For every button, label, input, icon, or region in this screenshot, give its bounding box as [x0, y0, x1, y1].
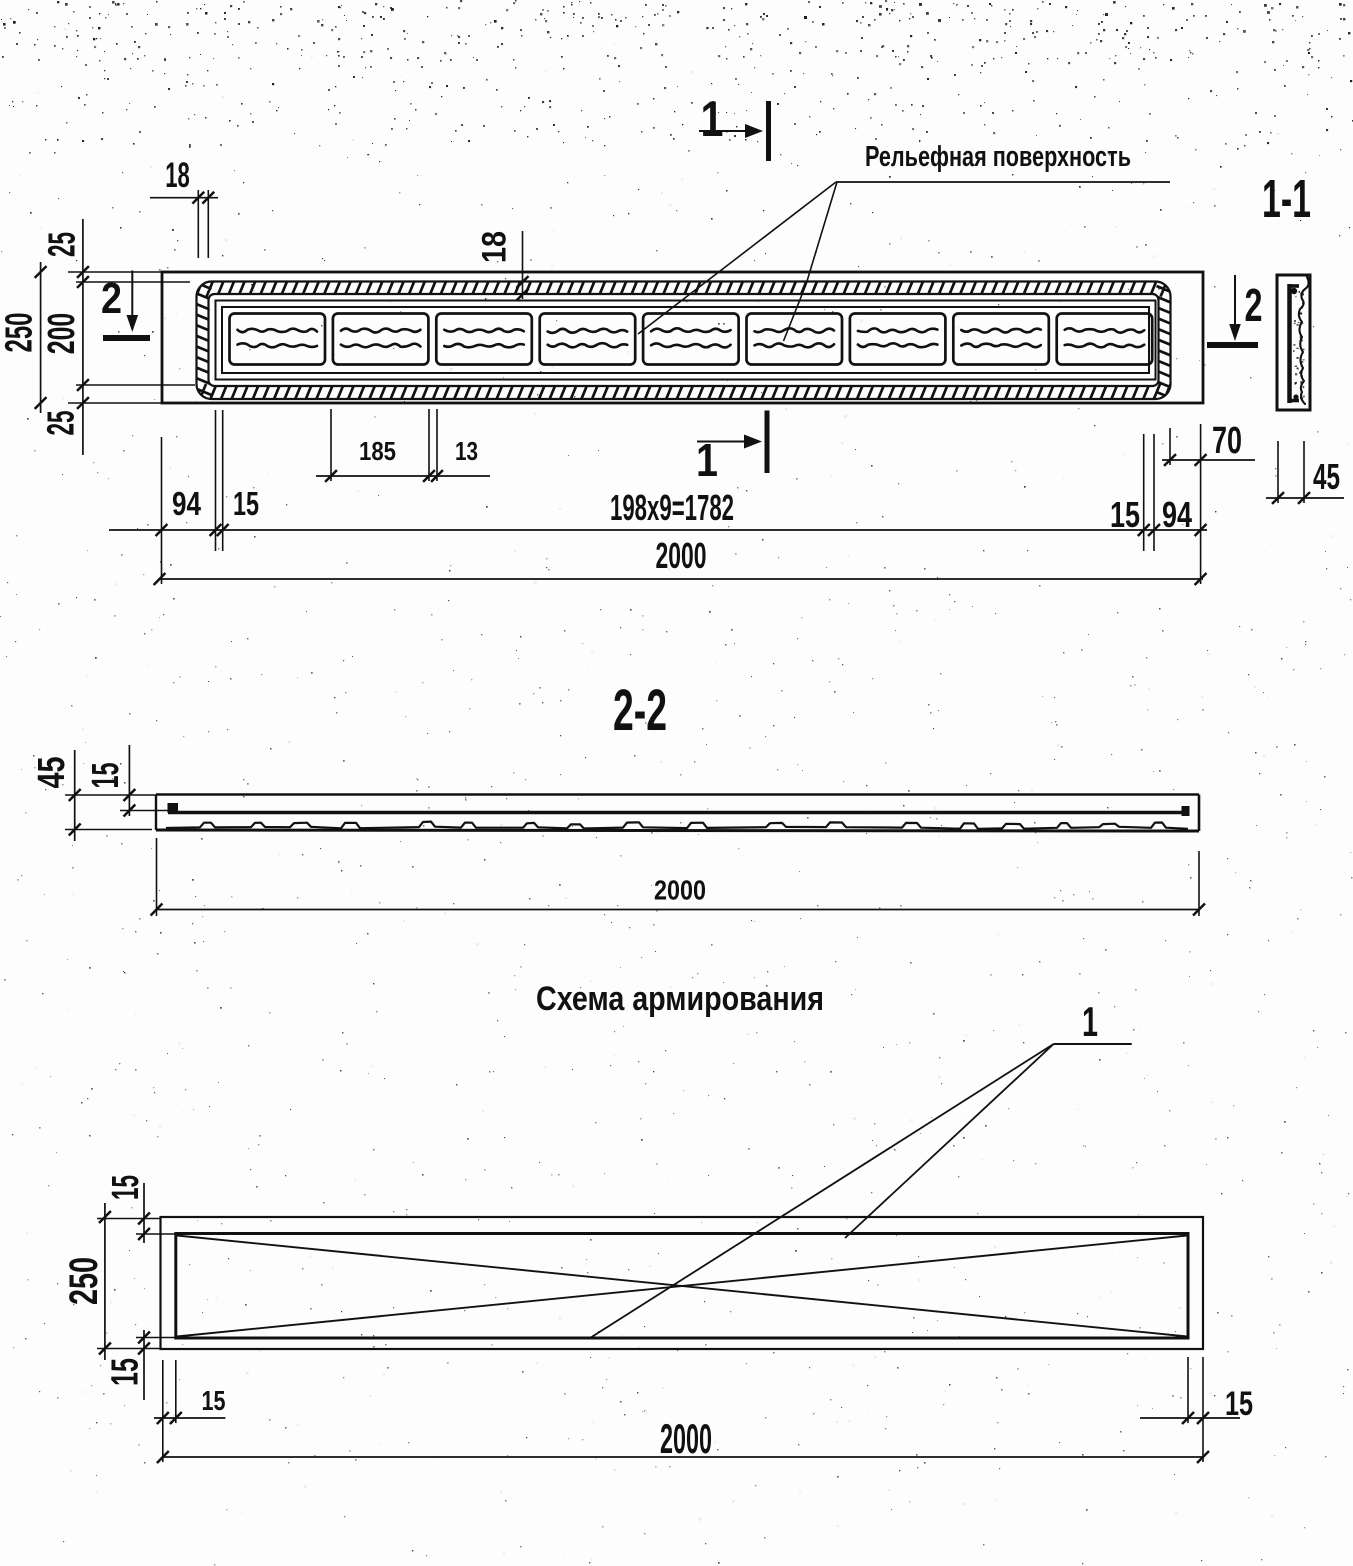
svg-text:15: 15 — [1225, 1385, 1253, 1423]
svg-text:45: 45 — [1313, 456, 1340, 497]
svg-text:2-2: 2-2 — [613, 678, 667, 743]
svg-text:18: 18 — [165, 156, 190, 195]
svg-text:2000: 2000 — [654, 875, 706, 906]
svg-text:1: 1 — [1082, 998, 1098, 1045]
svg-text:250: 250 — [62, 1257, 106, 1305]
svg-text:15: 15 — [233, 485, 259, 522]
svg-text:94: 94 — [172, 485, 202, 522]
svg-text:2: 2 — [101, 274, 122, 323]
svg-text:200: 200 — [41, 313, 83, 355]
svg-text:1: 1 — [701, 91, 724, 147]
svg-text:Рельефная поверхность: Рельефная поверхность — [865, 141, 1131, 173]
svg-text:13: 13 — [455, 436, 478, 466]
svg-text:15: 15 — [105, 1358, 147, 1386]
svg-text:45: 45 — [31, 757, 73, 789]
svg-text:Схема армирования: Схема армирования — [536, 980, 824, 1018]
svg-text:2000: 2000 — [656, 535, 707, 576]
svg-text:94: 94 — [1162, 494, 1192, 535]
svg-text:185: 185 — [359, 436, 396, 466]
svg-text:198x9=1782: 198x9=1782 — [610, 487, 734, 528]
svg-text:15: 15 — [105, 1175, 147, 1200]
svg-text:15: 15 — [1110, 494, 1140, 535]
svg-text:15: 15 — [202, 1385, 226, 1416]
svg-text:25: 25 — [41, 411, 83, 436]
svg-text:18: 18 — [476, 231, 514, 263]
svg-text:25: 25 — [42, 232, 84, 257]
svg-text:250: 250 — [0, 313, 41, 353]
svg-text:1: 1 — [696, 434, 718, 486]
svg-text:70: 70 — [1212, 420, 1242, 462]
svg-text:2000: 2000 — [660, 1415, 712, 1462]
svg-text:1-1: 1-1 — [1262, 169, 1311, 229]
svg-text:2: 2 — [1245, 279, 1263, 331]
svg-text:15: 15 — [85, 763, 127, 789]
